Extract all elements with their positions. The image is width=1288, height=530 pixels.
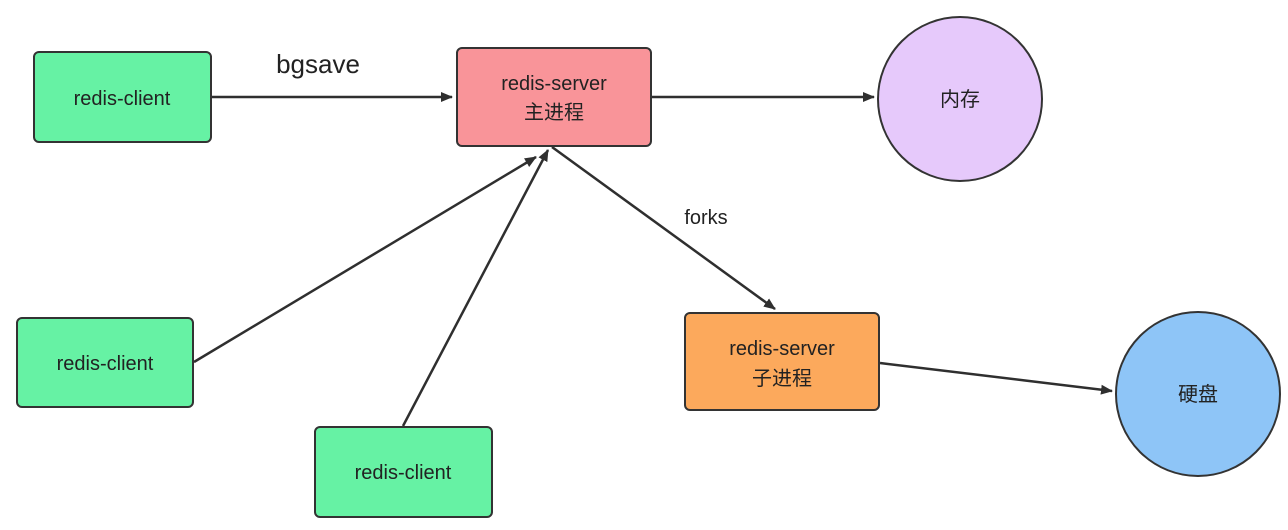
- redis-client-bottom-box: [314, 426, 493, 518]
- redis-server-child-box: [684, 312, 880, 411]
- disk-node: 硬盘: [1115, 311, 1281, 477]
- redis-server-child-line1: redis-server: [729, 338, 835, 360]
- edge-child-to-disk: [879, 361, 1113, 395]
- disk-circle: [1115, 311, 1281, 477]
- redis-client-mid: redis-client: [16, 317, 194, 408]
- redis-client-mid-label: redis-client: [57, 353, 154, 375]
- edge-client-mid-to-main: [193, 155, 537, 364]
- redis-client-top: redis-client: [33, 51, 212, 143]
- edge-main-forks-child: [551, 145, 776, 311]
- edge-client-bottom-to-main: [401, 149, 550, 427]
- bgsave-label: bgsave: [276, 49, 360, 79]
- redis-client-bottom: redis-client: [314, 426, 493, 518]
- redis-server-child-line2: 子进程: [752, 367, 812, 390]
- memory-circle: [877, 16, 1043, 182]
- redis-client-top-box: [33, 51, 212, 143]
- redis-server-child: redis-server 子进程: [684, 312, 880, 411]
- forks-label: forks: [684, 207, 727, 229]
- redis-server-main-box: [456, 47, 652, 147]
- memory-node: 内存: [877, 16, 1043, 182]
- disk-label: 硬盘: [1178, 383, 1218, 406]
- redis-client-top-label: redis-client: [74, 88, 171, 110]
- redis-server-main: redis-server 主进程: [456, 47, 652, 147]
- memory-label: 内存: [940, 88, 980, 111]
- redis-client-mid-box: [16, 317, 194, 408]
- redis-server-main-line1: redis-server: [501, 73, 607, 95]
- redis-client-bottom-label: redis-client: [355, 462, 452, 484]
- redis-server-main-line2: 主进程: [524, 101, 584, 124]
